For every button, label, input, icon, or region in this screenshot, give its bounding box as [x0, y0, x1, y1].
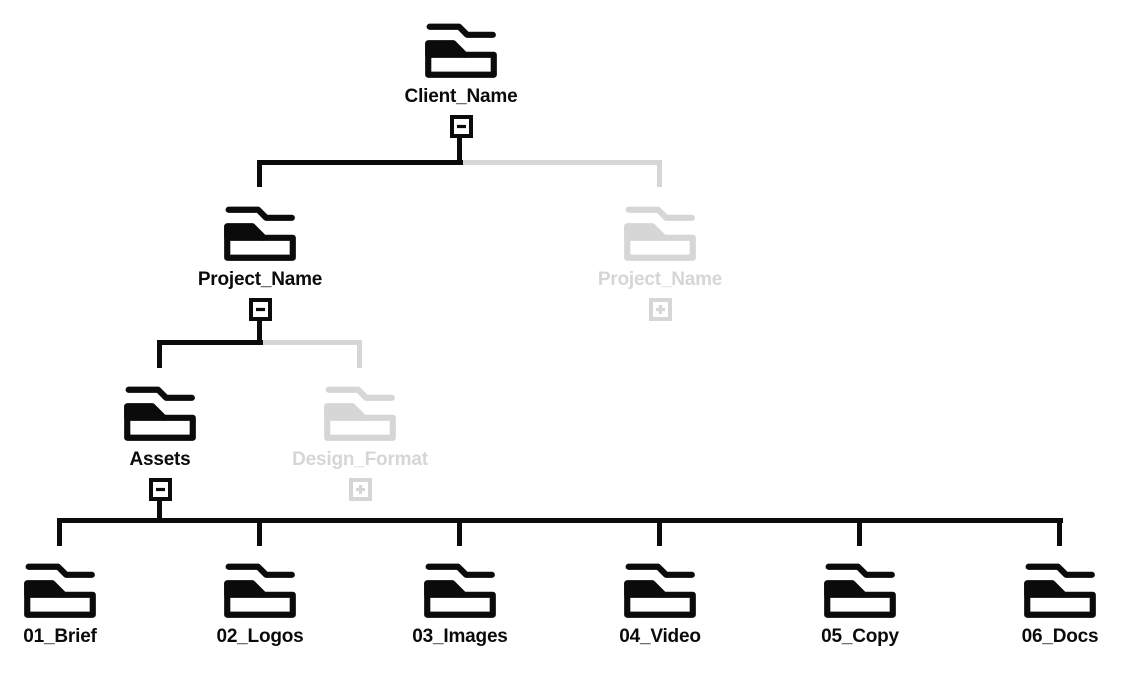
connector-drop-04-video	[657, 518, 662, 546]
folder-label: 06_Docs	[1021, 626, 1099, 647]
connector-project-stem	[257, 318, 262, 345]
connector-drop-06-docs	[1057, 518, 1062, 546]
folder-icon	[322, 385, 398, 442]
connector-project-to-design-format	[259, 340, 362, 345]
folder-label: 01_Brief	[23, 626, 97, 647]
connector-client-to-project-left	[257, 160, 463, 165]
folder-icon	[423, 22, 499, 79]
tree-node-project-name-active[interactable]: Project_Name	[180, 205, 340, 322]
tree-node-03-images[interactable]: 03_Images	[380, 562, 540, 647]
tree-node-client-name[interactable]: Client_Name	[381, 22, 541, 139]
folder-icon	[222, 205, 298, 262]
tree-node-05-copy[interactable]: 05_Copy	[780, 562, 940, 647]
folder-icon	[22, 562, 98, 619]
folder-icon	[122, 385, 198, 442]
folder-label: Design_Format	[292, 449, 428, 470]
connector-assets-rail	[57, 518, 1063, 523]
folder-icon	[822, 562, 898, 619]
connector-drop-assets	[157, 340, 162, 368]
tree-node-01-brief[interactable]: 01_Brief	[0, 562, 140, 647]
connector-drop-project-right	[657, 160, 662, 187]
connector-assets-stem	[157, 498, 162, 523]
folder-icon	[422, 562, 498, 619]
folder-label: Project_Name	[597, 269, 723, 290]
folder-label: Assets	[129, 449, 191, 470]
folder-label: 05_Copy	[821, 626, 899, 647]
folder-label: 02_Logos	[216, 626, 304, 647]
connector-drop-project-left	[257, 160, 262, 187]
connector-client-stem	[457, 136, 462, 165]
folder-icon	[222, 562, 298, 619]
folder-label: Project_Name	[197, 269, 323, 290]
plus-box-icon[interactable]	[648, 297, 673, 322]
minus-box-icon[interactable]	[148, 477, 173, 502]
tree-node-assets[interactable]: Assets	[80, 385, 240, 502]
minus-box-icon[interactable]	[248, 297, 273, 322]
folder-icon	[1022, 562, 1098, 619]
tree-node-02-logos[interactable]: 02_Logos	[180, 562, 340, 647]
connector-drop-02-logos	[257, 518, 262, 546]
connector-project-to-assets	[157, 340, 263, 345]
connector-drop-design-format	[357, 340, 362, 368]
minus-box-icon[interactable]	[449, 114, 474, 139]
tree-node-04-video[interactable]: 04_Video	[580, 562, 740, 647]
tree-node-06-docs[interactable]: 06_Docs	[980, 562, 1125, 647]
tree-node-project-name-inactive[interactable]: Project_Name	[580, 205, 740, 322]
plus-box-icon[interactable]	[348, 477, 373, 502]
connector-drop-03-images	[457, 518, 462, 546]
folder-label: Client_Name	[404, 86, 518, 107]
folder-icon	[622, 562, 698, 619]
connector-drop-05-copy	[857, 518, 862, 546]
folder-label: 04_Video	[619, 626, 701, 647]
connector-client-to-project-right	[459, 160, 661, 165]
tree-node-design-format[interactable]: Design_Format	[280, 385, 440, 502]
connector-drop-01-brief	[57, 518, 62, 546]
folder-icon	[622, 205, 698, 262]
folder-label: 03_Images	[412, 626, 508, 647]
